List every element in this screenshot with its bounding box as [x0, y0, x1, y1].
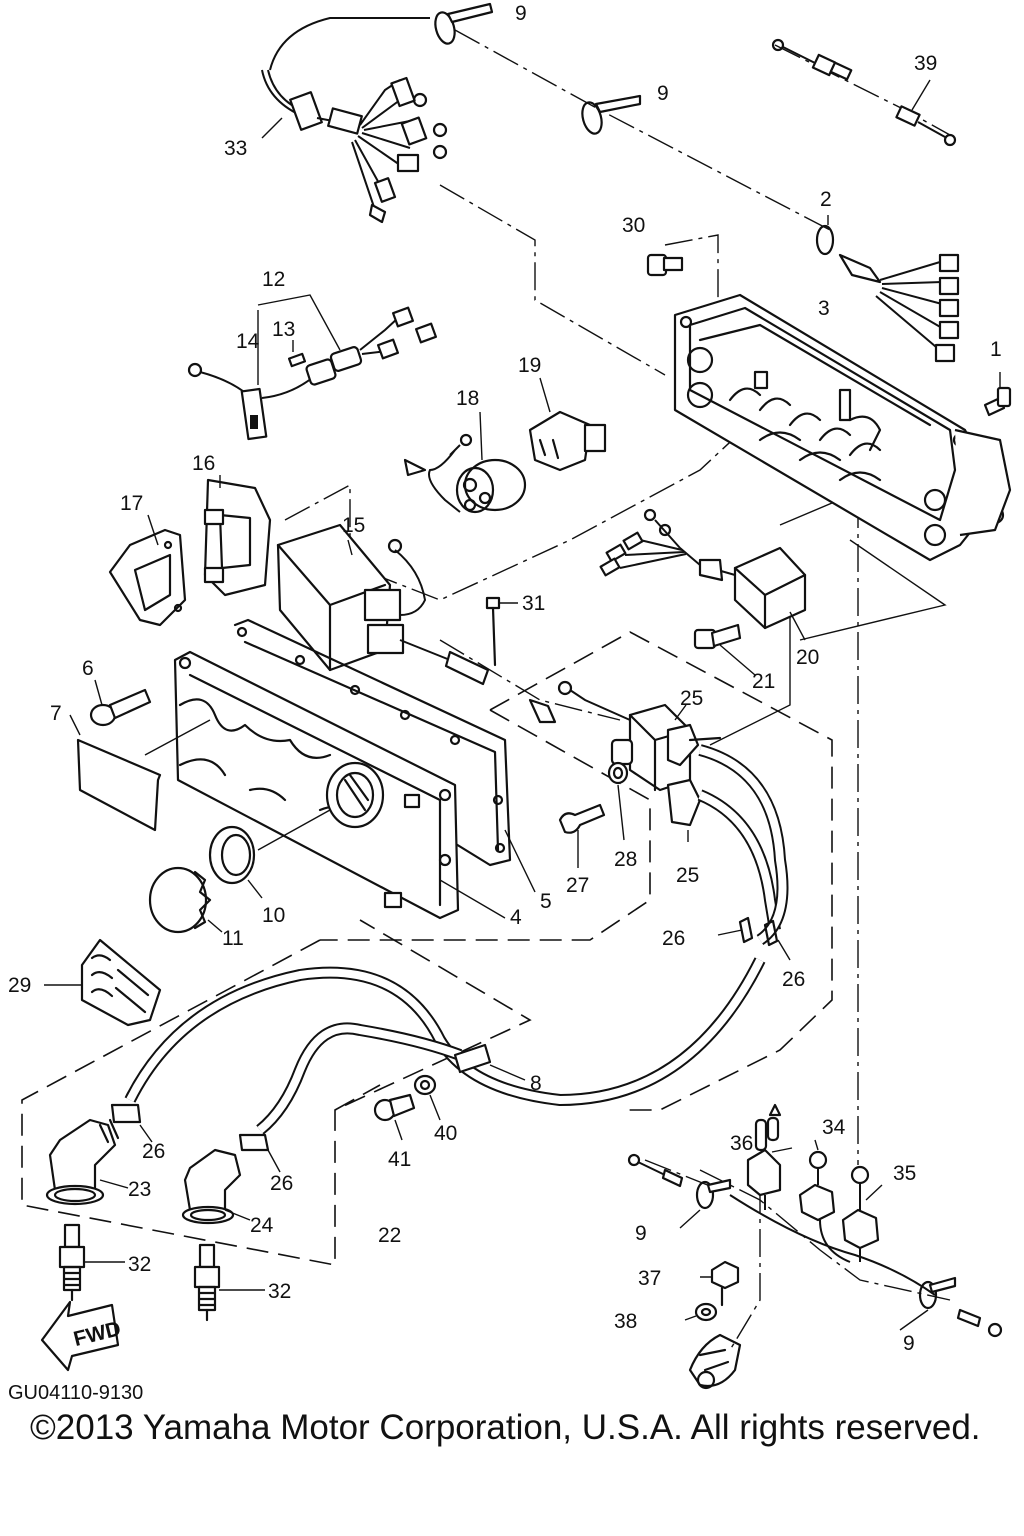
callout-34: 34: [822, 1116, 846, 1139]
clamps-part-9: [434, 2, 957, 1310]
callout-7: 7: [50, 702, 62, 725]
lower-right-wiring-parts-34-38: [627, 1103, 1003, 1390]
callout-1: 1: [990, 338, 1002, 361]
callout-5: 5: [540, 890, 552, 913]
callout-25-top: 25: [680, 687, 703, 710]
callout-9-bottom-right: 9: [903, 1332, 915, 1355]
reference-lines: [284, 29, 951, 1351]
fwd-arrow-icon: FWD: [40, 1300, 123, 1372]
bracket-part-17: [108, 514, 187, 627]
callout-15: 15: [342, 514, 365, 537]
callout-23: 23: [128, 1178, 151, 1201]
callout-20: 20: [796, 646, 819, 669]
starter-relay-part-18: [403, 411, 527, 514]
cover-gasket-parts-4-5: [173, 618, 536, 920]
callout-32-right: 32: [268, 1280, 291, 1303]
electrical-box-part-3: [673, 293, 1012, 562]
holder-part-29: [44, 938, 162, 1027]
callout-10: 10: [262, 904, 285, 927]
callout-26-cap-left: 26: [142, 1140, 165, 1163]
callout-25-bottom: 25: [676, 864, 699, 887]
callout-35: 35: [893, 1162, 916, 1185]
callout-2: 2: [820, 188, 832, 211]
bolt-part-30: [646, 253, 684, 277]
callout-30: 30: [622, 214, 645, 237]
callout-33: 33: [224, 137, 247, 160]
callout-41: 41: [388, 1148, 411, 1171]
plug-caps-parts-23-24: [45, 1103, 281, 1225]
callout-9-bottom-left: 9: [635, 1222, 647, 1245]
switch-part-19: [528, 377, 607, 472]
callout-11: 11: [222, 927, 244, 950]
callout-13: 13: [272, 318, 295, 341]
callout-38: 38: [614, 1310, 637, 1333]
callout-26-cap-right: 26: [270, 1172, 293, 1195]
callout-22: 22: [378, 1224, 401, 1247]
callout-4: 4: [510, 906, 522, 929]
callout-36: 36: [730, 1132, 753, 1155]
callout-17: 17: [120, 492, 143, 515]
copyright-notice: ©2013 Yamaha Motor Corporation, U.S.A. A…: [30, 1408, 981, 1447]
callout-32-left: 32: [128, 1253, 151, 1276]
bracket-part-16: [203, 475, 272, 597]
connector-harness-part-2: [815, 215, 960, 363]
callout-8: 8: [530, 1072, 542, 1095]
callout-14: 14: [236, 330, 260, 353]
callout-19: 19: [518, 354, 541, 377]
callout-28: 28: [614, 848, 637, 871]
seal-part-10: [208, 809, 331, 899]
callout-9-top-mid: 9: [657, 82, 669, 105]
cdi-unit-part-15: [276, 523, 490, 686]
callout-9-top-left: 9: [515, 2, 527, 25]
label-part-7: [69, 714, 211, 832]
callout-18: 18: [456, 387, 479, 410]
callout-31: 31: [522, 592, 545, 615]
callout-12: 12: [262, 268, 285, 291]
callout-39: 39: [914, 52, 937, 75]
high-tension-leads-part-8: [124, 957, 766, 1135]
callout-3: 3: [818, 297, 830, 320]
callout-40: 40: [434, 1122, 457, 1145]
callout-26-tube-left: 26: [662, 927, 685, 950]
spark-plugs-part-32: [58, 1223, 265, 1322]
ignition-coils-parts-25-28: [528, 680, 791, 961]
callout-27: 27: [566, 874, 589, 897]
cable-tie-part-31: [485, 596, 518, 667]
bolt-part-6: [89, 679, 152, 727]
dashed-group-boxes: [21, 631, 833, 1266]
callout-labels: 1 2 3 4 5 6 7 8 9 9 9 9 10 11 12 13 14 1…: [8, 2, 1002, 1355]
callout-37: 37: [638, 1267, 661, 1290]
collar-bolt-parts-40-41: [373, 1074, 441, 1141]
callout-6: 6: [82, 657, 94, 680]
callout-16: 16: [192, 452, 215, 475]
diagram-code: GU04110-9130: [8, 1382, 144, 1404]
fuse-holder-parts-12-14: [187, 294, 438, 441]
cap-part-11: [148, 866, 223, 934]
callout-24: 24: [250, 1214, 274, 1237]
rectifier-part-20: [599, 508, 807, 641]
callout-21: 21: [752, 670, 775, 693]
wire-lead-part-39: [771, 38, 957, 147]
callout-26-tube-right: 26: [782, 968, 805, 991]
screw-part-1: [983, 372, 1012, 417]
main-harness-part-33: [261, 17, 448, 224]
callout-29: 29: [8, 974, 31, 997]
bolt-part-21: [693, 623, 756, 676]
